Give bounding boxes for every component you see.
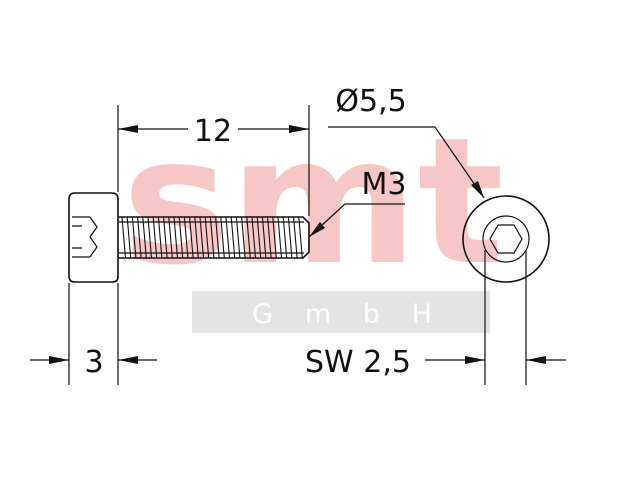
thread-line <box>230 216 236 259</box>
thread-line <box>215 216 220 259</box>
thread-line <box>126 216 132 259</box>
screw-head-side <box>68 192 119 283</box>
thread-line <box>293 216 298 259</box>
thread-line <box>209 216 215 259</box>
thread-line <box>173 216 179 259</box>
thread-line <box>277 216 283 259</box>
thread-line <box>204 216 210 259</box>
diameter-callout: Ø5,5 <box>328 84 485 199</box>
thread-line <box>261 216 267 259</box>
thread-line <box>246 216 251 259</box>
thread-line <box>178 216 184 259</box>
thread-line <box>131 216 137 259</box>
thread-line <box>241 216 246 259</box>
thread-line <box>142 216 147 259</box>
thread-line <box>220 216 225 259</box>
thread-line <box>137 216 142 259</box>
thread-line <box>194 216 199 259</box>
thread-line <box>168 216 173 259</box>
watermark-logo: smt <box>122 101 504 304</box>
thread-line <box>183 216 189 259</box>
thread-label: M3 <box>362 167 407 202</box>
thread-line <box>189 216 194 259</box>
thread-line <box>147 216 153 259</box>
thread-line <box>199 216 205 259</box>
thread-line <box>272 216 277 259</box>
screw-end-view <box>462 195 550 283</box>
diameter-label: Ø5,5 <box>335 84 406 119</box>
thread-line <box>251 216 257 259</box>
thread-callout: M3 <box>308 167 407 238</box>
head-height-dimension: 3 <box>30 283 157 385</box>
screw-shank-side <box>118 216 310 259</box>
thread-line <box>298 216 303 259</box>
thread-lines <box>121 216 303 259</box>
thread-line <box>267 216 272 259</box>
thread-line <box>152 216 158 259</box>
thread-line <box>225 216 231 259</box>
thread-line <box>163 216 168 259</box>
watermark-bar <box>192 291 490 333</box>
thread-line <box>235 216 241 259</box>
thread-line <box>256 216 262 259</box>
thread-line <box>157 216 163 259</box>
head-height-label: 3 <box>84 345 103 380</box>
length-label: 12 <box>194 114 232 149</box>
length-dimension: 12 <box>117 105 310 216</box>
thread-line <box>121 216 127 259</box>
wrench-size-dimension: SW 2,5 <box>305 250 566 385</box>
thread-line <box>287 216 293 259</box>
wrench-size-label: SW 2,5 <box>305 345 411 380</box>
thread-line <box>282 216 288 259</box>
